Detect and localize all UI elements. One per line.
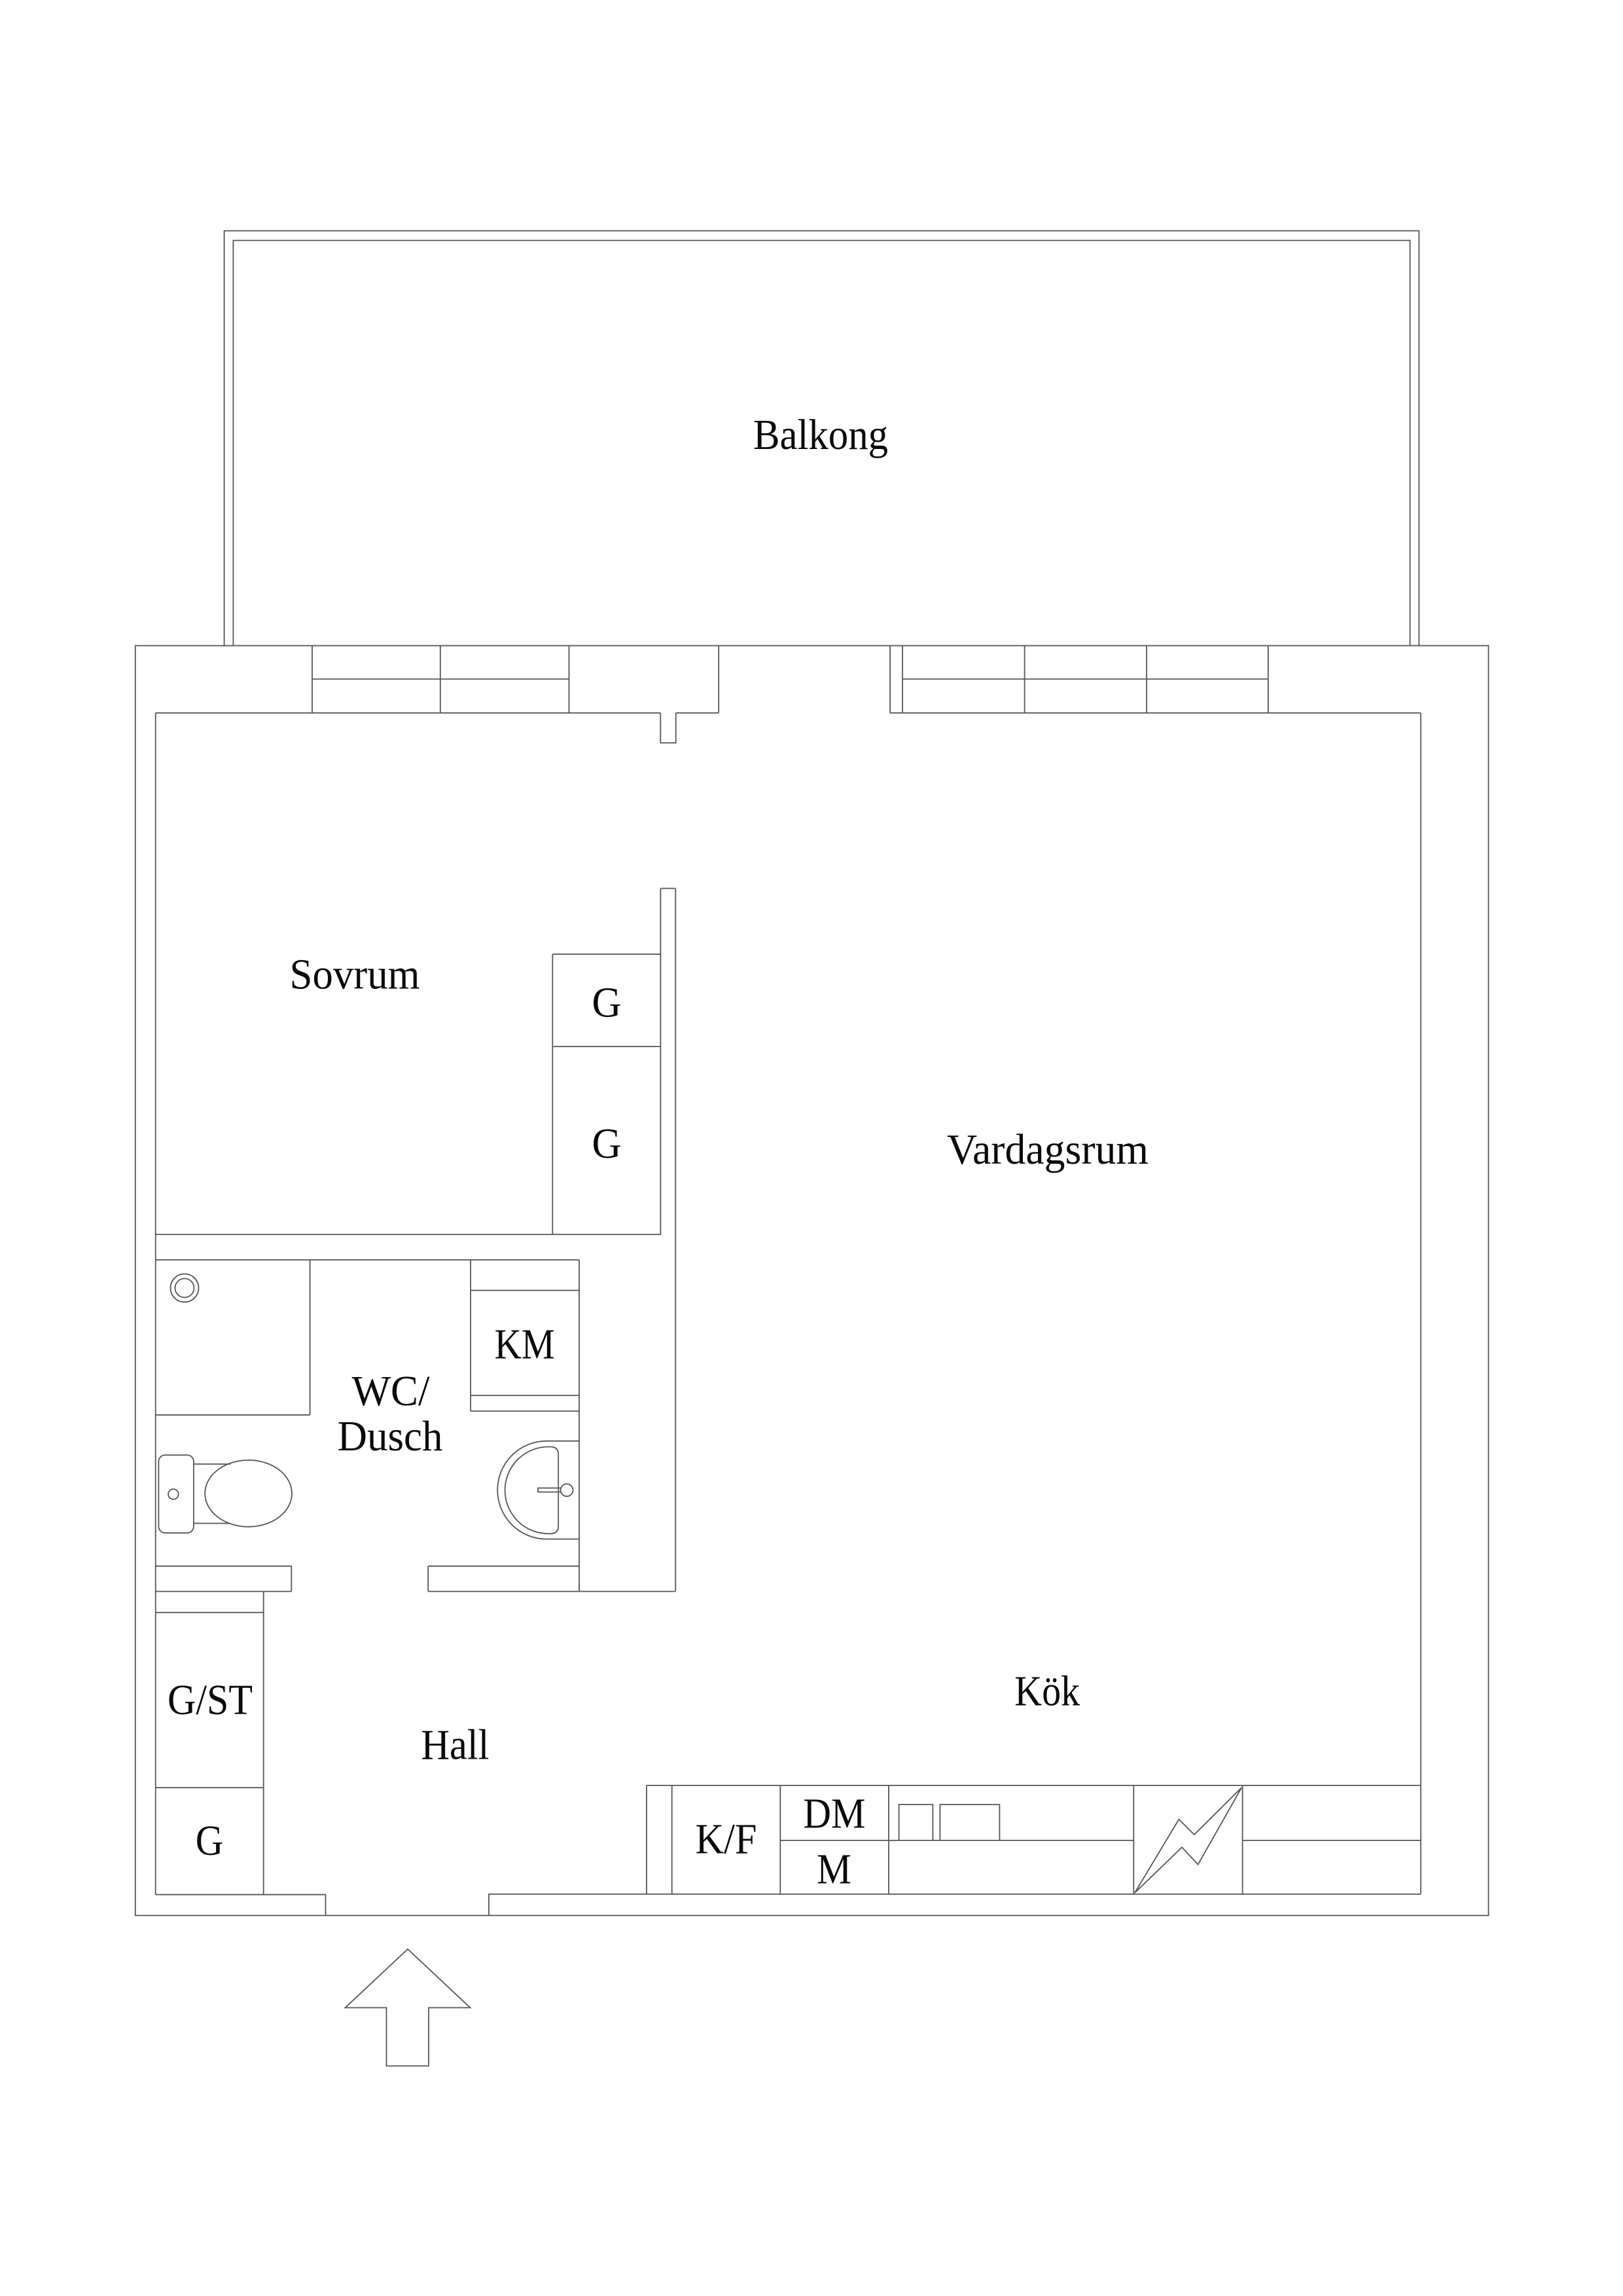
- svg-text:Vardagsrum: Vardagsrum: [947, 1126, 1149, 1174]
- svg-text:Balkong: Balkong: [753, 411, 888, 459]
- svg-text:Kök: Kök: [1014, 1668, 1080, 1715]
- svg-text:G: G: [592, 978, 622, 1026]
- svg-text:G/ST: G/ST: [168, 1676, 253, 1724]
- svg-text:Dusch: Dusch: [338, 1412, 443, 1460]
- svg-text:KM: KM: [495, 1321, 555, 1369]
- svg-text:M: M: [817, 1846, 851, 1893]
- svg-text:G: G: [592, 1120, 622, 1168]
- svg-text:WC/: WC/: [352, 1367, 431, 1415]
- svg-text:K/F: K/F: [696, 1816, 757, 1863]
- svg-text:G: G: [196, 1817, 224, 1865]
- svg-text:Hall: Hall: [421, 1721, 489, 1769]
- svg-text:Sovrum: Sovrum: [290, 951, 420, 999]
- svg-text:DM: DM: [803, 1790, 865, 1838]
